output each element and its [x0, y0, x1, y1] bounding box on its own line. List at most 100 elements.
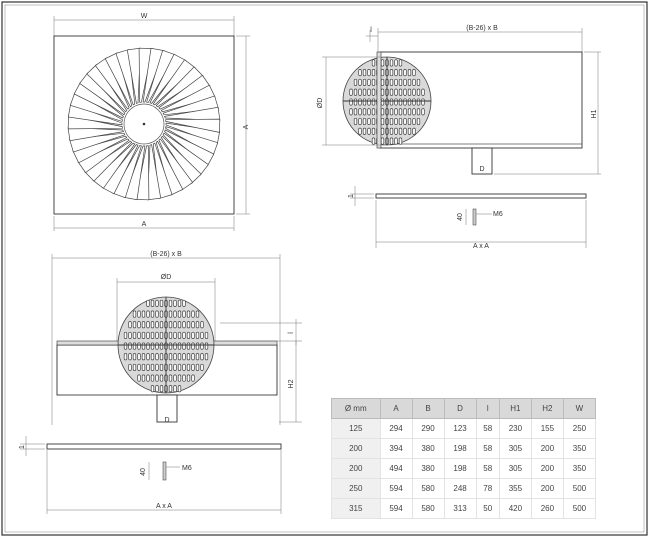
- table-cell: 58: [475, 418, 500, 439]
- grille-slot: [177, 331, 182, 339]
- grille-slot: [398, 98, 403, 106]
- grille-slot: [155, 342, 159, 350]
- grille-slot: [394, 59, 398, 67]
- grille-slot: [407, 88, 412, 96]
- grille-slot: [173, 331, 177, 339]
- grille-slot: [150, 363, 155, 371]
- grille-slot: [380, 98, 385, 106]
- grille-slot: [168, 363, 173, 371]
- table-cell: 380: [411, 438, 445, 459]
- grille-slot: [191, 331, 195, 339]
- grille-slot: [137, 374, 141, 382]
- grille-slot: [362, 98, 367, 106]
- grille-slot: [412, 117, 416, 126]
- h1-label: H1: [591, 109, 598, 118]
- table-header-cell: A: [379, 398, 413, 419]
- table-cell: 58: [475, 438, 500, 459]
- grille-slot: [367, 69, 371, 77]
- grille-slot: [403, 78, 407, 86]
- grille-slot: [407, 117, 412, 126]
- grille-slot: [150, 331, 155, 339]
- grille-slot: [358, 78, 362, 86]
- front-view: W A A: [53, 13, 250, 231]
- table-cell: 290: [411, 418, 445, 439]
- grille-slot: [204, 353, 209, 361]
- grille-slot: [389, 69, 394, 77]
- grille-slot: [367, 88, 371, 96]
- detail-top: A x A M6 40: [375, 200, 587, 250]
- grille-slot: [137, 331, 141, 339]
- grille-slot: [353, 117, 358, 126]
- m6-bolt-bottom: [162, 461, 167, 481]
- grille-slot: [155, 353, 159, 361]
- grille-slot: [168, 353, 173, 361]
- grille-slot: [403, 127, 407, 135]
- grille-slot: [141, 321, 146, 329]
- table-cell: 500: [562, 478, 597, 499]
- table-cell: 200: [331, 458, 381, 479]
- grille-slot: [367, 78, 371, 86]
- grille-slot: [353, 98, 358, 106]
- grille-slot: [146, 342, 150, 350]
- grille-slot: [141, 331, 146, 339]
- grille-slot: [394, 127, 398, 135]
- grille-slot: [155, 385, 159, 393]
- grille-slot: [173, 321, 177, 329]
- grille-slot: [421, 88, 425, 96]
- grille-slot: [195, 342, 200, 350]
- grille-slot: [159, 374, 164, 382]
- grille-slot: [407, 78, 412, 86]
- grille-slot: [123, 342, 128, 350]
- grille-slot: [173, 353, 177, 361]
- axa-label-top: A x A: [473, 243, 489, 250]
- grille-slot: [204, 342, 209, 350]
- grille-slot: [204, 331, 209, 339]
- grille-slot: [182, 331, 186, 339]
- grille-slot: [421, 98, 425, 106]
- grille-slot: [159, 331, 164, 339]
- grille-slot: [150, 342, 155, 350]
- grille-slot: [182, 321, 186, 329]
- table-cell: 305: [498, 458, 532, 479]
- table-cell: 78: [475, 478, 500, 499]
- grille-slot: [128, 353, 132, 361]
- table-cell: 200: [530, 478, 564, 499]
- grille-circle-bottom: [117, 296, 215, 394]
- grille-slot: [407, 98, 412, 106]
- table-cell: 580: [411, 498, 445, 519]
- grille-slot: [371, 88, 376, 96]
- grille-slot: [191, 374, 195, 382]
- grille-slot: [195, 363, 200, 371]
- grille-slot: [200, 353, 204, 361]
- grille-slot: [407, 127, 412, 135]
- grille-slot: [132, 363, 137, 371]
- a-bottom-label: A: [142, 221, 147, 228]
- grille-slot: [403, 69, 407, 77]
- b-label-bottom: (B-26) x B: [150, 251, 182, 258]
- grille-slot: [168, 374, 173, 382]
- grille-slot: [394, 78, 398, 86]
- grille-slot: [403, 98, 407, 106]
- od-label-bottom: ØD: [161, 274, 172, 281]
- grille-slot: [416, 98, 421, 106]
- grille-slot: [150, 374, 155, 382]
- grille-slot: [353, 78, 358, 86]
- grille-slot: [380, 59, 385, 67]
- table-cell: 380: [411, 458, 445, 479]
- grille-slot: [137, 363, 141, 371]
- spigot-d-label-bottom: D: [164, 417, 169, 424]
- m6-bolt-top: [472, 208, 477, 226]
- table-cell: 155: [530, 418, 564, 439]
- grille-slot: [358, 108, 362, 116]
- grille-slot: [412, 88, 416, 96]
- grille-slot: [128, 342, 132, 350]
- a-side-label: A: [243, 124, 250, 129]
- grille-slot: [155, 310, 159, 318]
- grille-slot: [159, 363, 164, 371]
- grille-slot: [412, 98, 416, 106]
